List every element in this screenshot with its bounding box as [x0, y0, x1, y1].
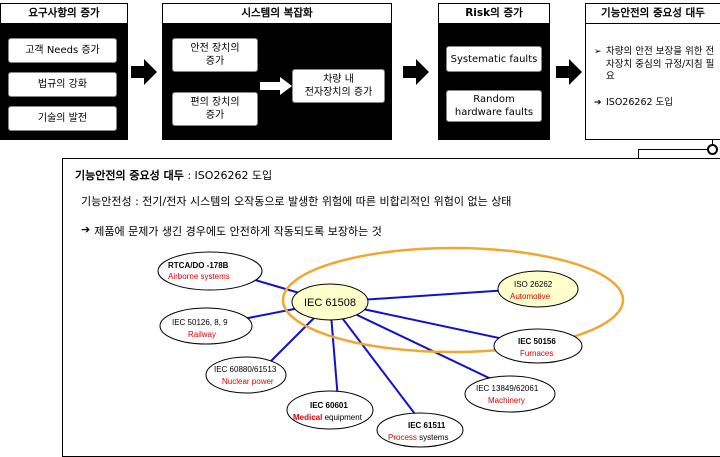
automotive-ring	[281, 246, 625, 354]
box-systematic-faults: Systematic faults	[446, 46, 542, 72]
bullet-item: ➔ ISO26262 도입	[594, 97, 674, 108]
panel-functional-safety: 기능안전의 중요성 대두 ➢ 차량의 안전 보장을 위한 전자장치 중심의 규정…	[585, 3, 720, 140]
node-iec60880	[205, 356, 287, 394]
svg-text:Machinery: Machinery	[488, 396, 525, 405]
statement-text: 제품에 문제가 생긴 경우에도 안전하게 작동되도록 보장하는 것	[94, 225, 382, 238]
svg-text:Process systems: Process systems	[388, 433, 448, 442]
flow-arrow-2	[403, 59, 429, 85]
box-electronics-increase: 차량 내 전자장치의 증가	[292, 69, 385, 103]
box-customer-needs: 고객 Needs 증가	[8, 38, 117, 63]
svg-text:IEC 61511: IEC 61511	[408, 421, 446, 430]
node-iso26262	[497, 270, 579, 308]
svg-text:IEC 13849/62061: IEC 13849/62061	[476, 384, 539, 393]
panel-title: 기능안전의 중요성 대두	[585, 3, 720, 24]
panel-complexity: 시스템의 복잡화 안전 장치의 증가 편의 장치의 증가 차량 내 전자장치의 …	[162, 3, 392, 140]
panel-risk: Risk의 증가 Systematic faults Random hardwa…	[438, 3, 550, 140]
panel-requirements: 요구사항의 증가 고객 Needs 증가 법규의 강화 기술의 발전	[0, 3, 128, 140]
svg-text:Medical equipment: Medical equipment	[293, 413, 363, 422]
svg-text:Automotive: Automotive	[510, 292, 551, 301]
inner-arrow	[260, 77, 292, 95]
statement-line: ➔ 제품에 문제가 생긴 경우에도 안전하게 작동되도록 보장하는 것	[81, 223, 382, 239]
svg-text:IEC 60601: IEC 60601	[310, 401, 348, 410]
chevron-right-icon: ➢	[594, 47, 602, 57]
flow-arrow-3	[556, 59, 582, 85]
box-regulation: 법규의 강화	[8, 72, 117, 97]
panel-title: Risk의 증가	[438, 3, 550, 24]
node-rtca	[157, 251, 263, 291]
svg-text:Furnaces: Furnaces	[520, 349, 553, 358]
svg-text:Airborne systems: Airborne systems	[168, 272, 230, 281]
node-iec61511	[376, 412, 464, 448]
svg-text:IEC 50156: IEC 50156	[518, 337, 556, 346]
detail-panel: 기능안전의 중요성 대두 : ISO26262 도입 기능안전성 : 전기/전자…	[62, 158, 720, 457]
definition-text: 기능안전성 : 전기/전자 시스템의 오작동으로 발생한 위험에 따른 비합리적…	[81, 195, 512, 208]
svg-text:Railway: Railway	[188, 330, 216, 339]
svg-text:Nuclear power: Nuclear power	[222, 377, 274, 386]
hub-iec61508	[291, 283, 369, 321]
panel-title: 요구사항의 증가	[0, 3, 128, 24]
node-iec50126	[159, 307, 253, 345]
detail-title: 기능안전의 중요성 대두 : ISO26262 도입	[75, 169, 273, 182]
svg-text:ISO 26262: ISO 26262	[514, 280, 553, 289]
bullet-item: ➢ 차량의 안전 보장을 위한 전자장치 중심의 규정/지침 필요	[594, 46, 715, 82]
panel-title: 시스템의 복잡화	[162, 3, 392, 24]
node-iec60601	[286, 390, 374, 430]
arrow-right-icon: ➔	[81, 223, 91, 236]
node-iec50156	[493, 328, 583, 364]
box-safety-devices: 안전 장치의 증가	[172, 38, 258, 72]
box-technology: 기술의 발전	[8, 106, 117, 131]
box-convenience-devices: 편의 장치의 증가	[172, 92, 258, 126]
node-iec13849	[464, 375, 556, 413]
hub-label: IEC 61508	[304, 297, 356, 309]
svg-text:IEC 60880/61513: IEC 60880/61513	[214, 365, 277, 374]
flow-arrow-1	[131, 59, 157, 85]
svg-text:IEC 50126, 8, 9: IEC 50126, 8, 9	[172, 318, 228, 327]
svg-text:RTCA/DO -178B: RTCA/DO -178B	[168, 261, 229, 270]
connector-dot	[707, 144, 718, 155]
arrow-right-icon: ➔	[594, 98, 602, 108]
box-random-faults: Random hardware faults	[446, 90, 542, 122]
